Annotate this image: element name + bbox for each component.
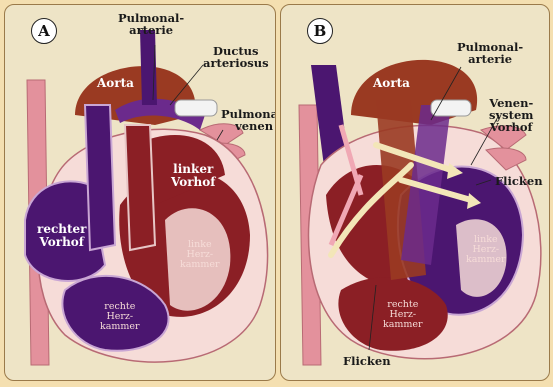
panel-a: A Pulmonal- arterie Ductus arteriosus Ao… [4, 4, 276, 381]
label-linke-herzkammer-b: linke Herz- kammer [466, 235, 506, 265]
label-pulmonalarterie-b: Pulmonal- arterie [457, 41, 523, 65]
label-pulmonalarterie: Pulmonal- arterie [118, 12, 184, 36]
label-flicken-bottom: Flicken [343, 355, 391, 367]
label-rechter-vorhof: rechter Vorhof [37, 223, 87, 249]
label-ductus-arteriosus: Ductus arteriosus [203, 45, 269, 69]
label-flicken-right: Flicken [495, 175, 543, 187]
panel-b: B Aorta Pulmonal- arterie Venen- system … [280, 4, 550, 381]
label-venensystem-vorhof: Venen- system Vorhof [489, 97, 533, 133]
panel-b-badge: B [307, 18, 333, 44]
panel-a-badge: A [31, 18, 57, 44]
label-rechte-herzkammer: rechte Herz- kammer [100, 302, 140, 332]
label-linke-herzkammer: linke Herz- kammer [180, 240, 220, 270]
label-linker-vorhof: linker Vorhof [171, 163, 215, 189]
label-rechte-herzkammer-b: rechte Herz- kammer [383, 300, 423, 330]
label-pulmonalvenen: Pulmonal- venen [221, 108, 276, 132]
label-aorta: Aorta [97, 77, 134, 90]
label-aorta-b: Aorta [373, 77, 410, 90]
